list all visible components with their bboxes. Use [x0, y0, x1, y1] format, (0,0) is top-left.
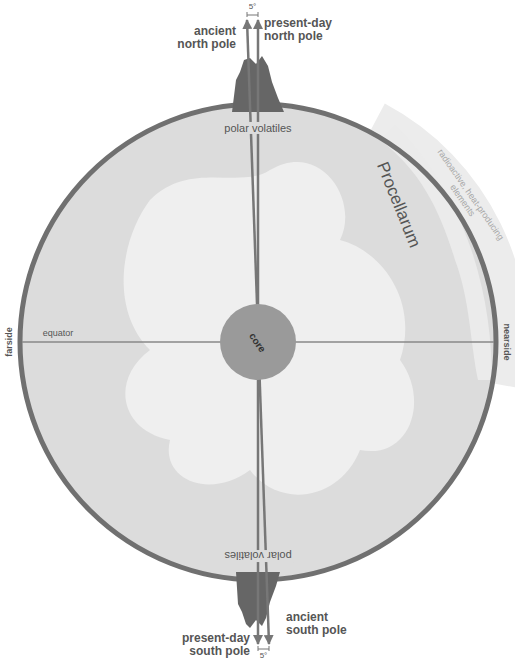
angle-bracket [247, 12, 258, 17]
interior-blob [124, 162, 414, 495]
side-label: farside [5, 327, 15, 357]
pole-label: ancient south pole [286, 611, 358, 637]
pole-label: ancient north pole [166, 25, 236, 51]
angle-bracket [258, 646, 269, 651]
line-label: equator [43, 329, 74, 339]
core-label: core [247, 330, 268, 354]
angle-label: 5° [260, 652, 268, 661]
angle-label: 5° [249, 3, 257, 12]
region-label: polar volatiles [222, 122, 293, 134]
side-label: nearside [501, 323, 511, 360]
pole-label: present-day north pole [264, 17, 348, 43]
pole-label: present-day south pole [160, 632, 250, 658]
core-circle: core [220, 304, 296, 380]
region-label: polar volatiles [222, 550, 293, 562]
